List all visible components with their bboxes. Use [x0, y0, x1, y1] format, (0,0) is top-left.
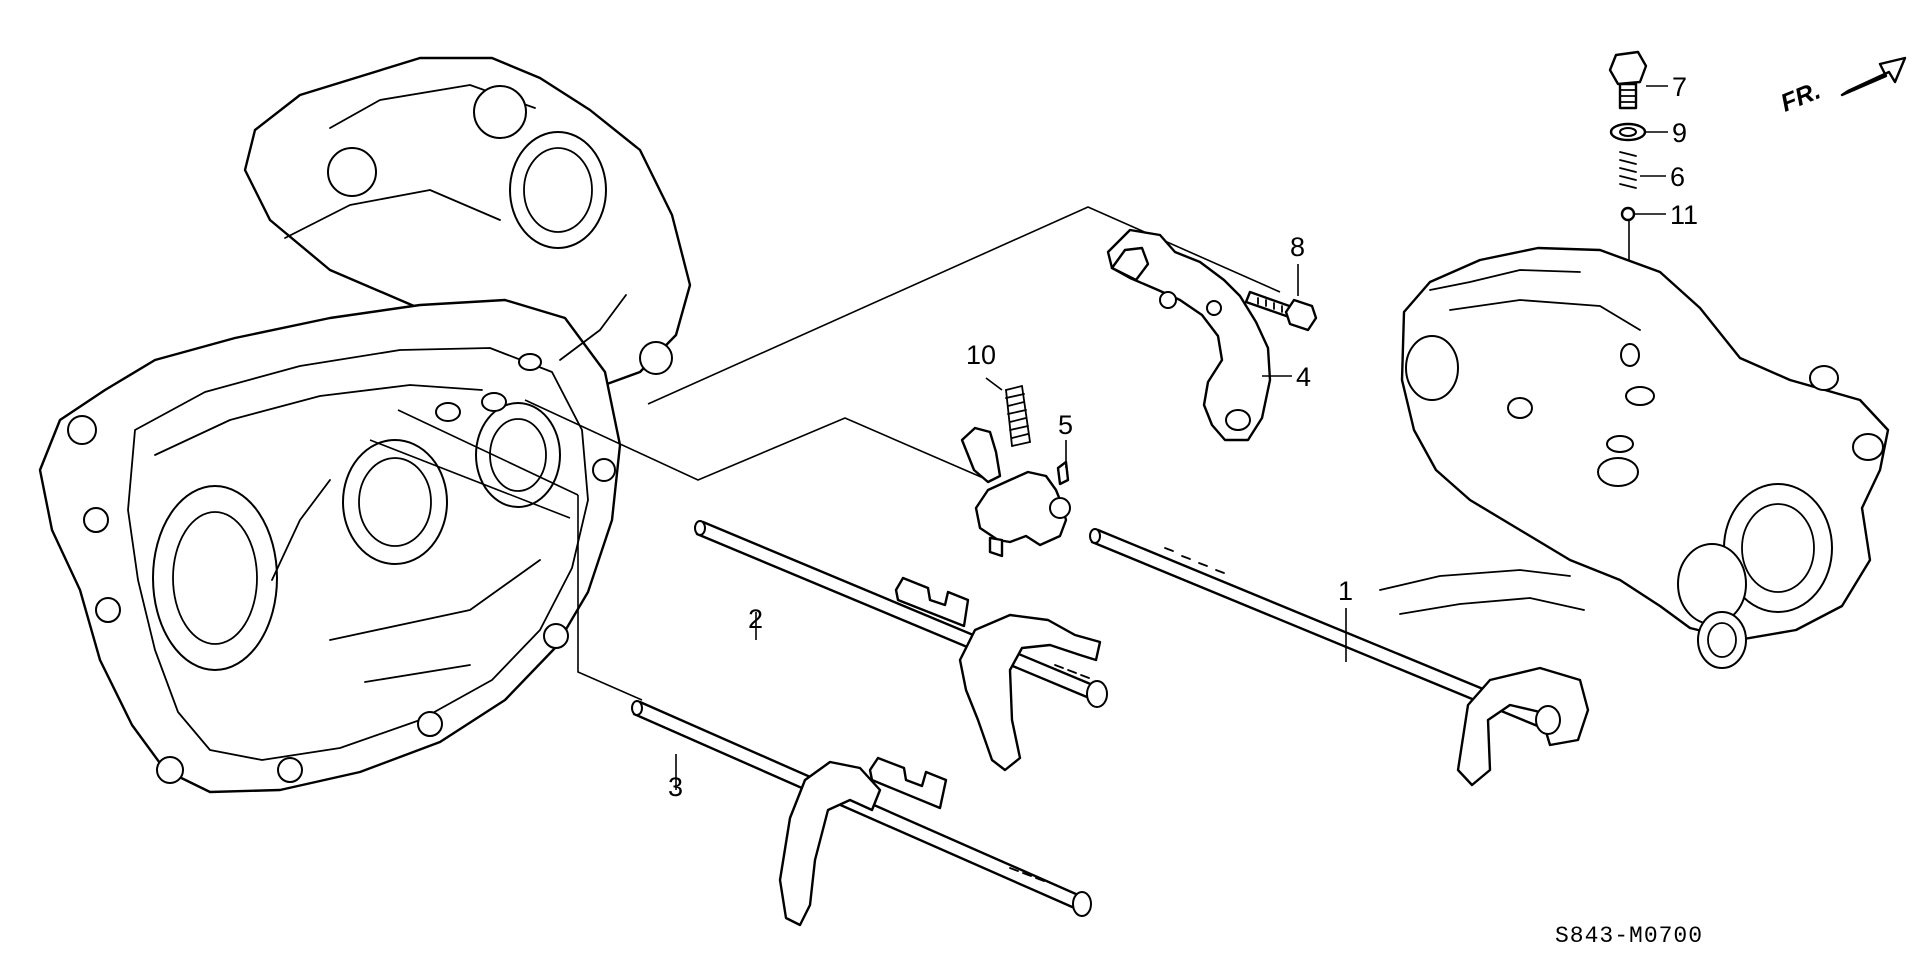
spring-10	[1005, 385, 1031, 447]
callout-4: 4	[1296, 362, 1311, 392]
spring-6	[1619, 151, 1637, 189]
callout-10: 10	[966, 340, 996, 370]
callout-1: 1	[1338, 576, 1353, 606]
bolt-8	[1244, 290, 1318, 332]
callout-3: 3	[668, 772, 683, 802]
callout-5: 5	[1058, 410, 1073, 440]
callout-6: 6	[1670, 162, 1685, 192]
diagram-code: S843-M0700	[1555, 923, 1703, 949]
callout-9: 9	[1672, 118, 1687, 148]
callout-11: 11	[1670, 200, 1698, 230]
front-indicator-label: FR.	[1777, 77, 1825, 118]
ball-11	[1620, 206, 1636, 222]
detent-stack	[1608, 50, 1648, 222]
callout-numbers: 1 2 3 4 5 6 7 8 9 10 11	[668, 72, 1698, 802]
bolt-7	[1608, 50, 1648, 86]
shift-arm-4	[1106, 228, 1272, 442]
shift-housing	[1379, 246, 1890, 669]
callout-8: 8	[1290, 232, 1305, 262]
callout-7: 7	[1672, 72, 1687, 102]
interlock-5	[960, 426, 1071, 558]
callout-leaders	[675, 85, 1668, 790]
front-direction-arrow: FR.	[1777, 56, 1907, 118]
shift-rod-1	[1089, 528, 1590, 787]
transmission-housing	[38, 56, 692, 794]
callout-2: 2	[748, 604, 763, 634]
shift-rod-2	[694, 520, 1108, 772]
shift-rod-3	[631, 700, 1092, 927]
